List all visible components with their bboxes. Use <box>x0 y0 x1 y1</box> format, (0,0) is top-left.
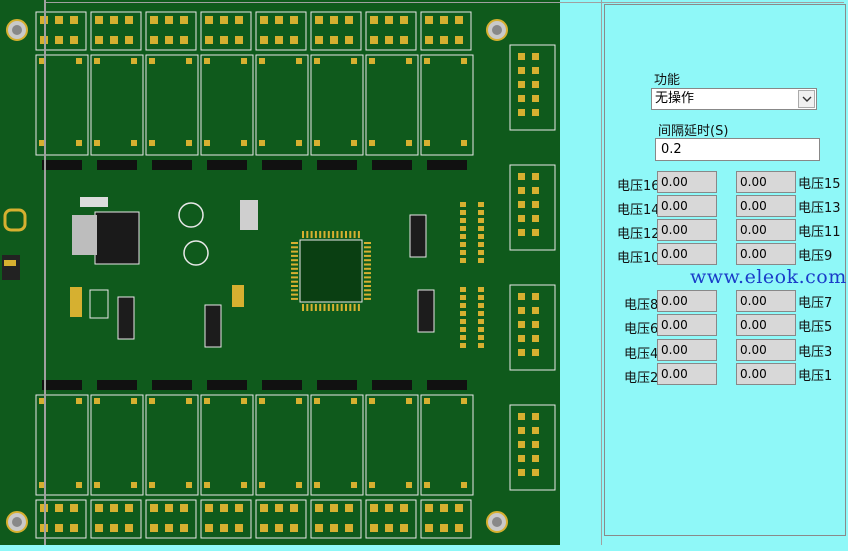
voltage16-field[interactable]: 0.00 <box>657 171 717 193</box>
voltage5-label: 电压5 <box>798 320 833 335</box>
voltage4-field[interactable]: 0.00 <box>657 339 717 361</box>
voltage15-field[interactable]: 0.00 <box>736 171 796 193</box>
voltage7-field[interactable]: 0.00 <box>736 290 796 312</box>
voltage14-label: 电压14 <box>617 203 660 218</box>
voltage1-label: 电压1 <box>798 369 833 384</box>
voltage2-field[interactable]: 0.00 <box>657 363 717 385</box>
chevron-down-icon[interactable] <box>798 90 815 108</box>
voltage10-field[interactable]: 0.00 <box>657 243 717 265</box>
voltage14-field[interactable]: 0.00 <box>657 195 717 217</box>
voltage4-label: 电压4 <box>624 347 659 362</box>
voltage15-label: 电压15 <box>798 177 841 192</box>
voltage12-label: 电压12 <box>617 227 660 242</box>
voltage16-label: 电压16 <box>617 179 660 194</box>
voltage6-label: 电压6 <box>624 322 659 337</box>
watermark: www.eleok.com <box>690 266 847 288</box>
voltage13-label: 电压13 <box>798 201 841 216</box>
frame-divider-line <box>601 0 602 545</box>
voltage7-label: 电压7 <box>798 296 833 311</box>
voltage3-field[interactable]: 0.00 <box>736 339 796 361</box>
voltage8-label: 电压8 <box>624 298 659 313</box>
interval-input[interactable]: 0.2 <box>655 138 820 161</box>
voltage6-field[interactable]: 0.00 <box>657 314 717 336</box>
frame-left-line <box>44 0 46 545</box>
voltage9-field[interactable]: 0.00 <box>736 243 796 265</box>
pcb-drawing <box>2 11 556 539</box>
voltage5-field[interactable]: 0.00 <box>736 314 796 336</box>
voltage3-label: 电压3 <box>798 345 833 360</box>
voltage11-label: 电压11 <box>798 225 841 240</box>
function-select-value: 无操作 <box>655 91 695 106</box>
voltage10-label: 电压10 <box>617 251 660 266</box>
pcb-board-image <box>0 0 560 545</box>
voltage11-field[interactable]: 0.00 <box>736 219 796 241</box>
voltage12-field[interactable]: 0.00 <box>657 219 717 241</box>
voltage1-field[interactable]: 0.00 <box>736 363 796 385</box>
function-select[interactable]: 无操作 <box>651 88 817 110</box>
voltage2-label: 电压2 <box>624 371 659 386</box>
frame-top-line <box>44 2 844 3</box>
interval-label: 间隔延时(S) <box>658 124 729 139</box>
voltage13-field[interactable]: 0.00 <box>736 195 796 217</box>
function-label: 功能 <box>654 73 681 88</box>
voltage8-field[interactable]: 0.00 <box>657 290 717 312</box>
voltage9-label: 电压9 <box>798 249 833 264</box>
